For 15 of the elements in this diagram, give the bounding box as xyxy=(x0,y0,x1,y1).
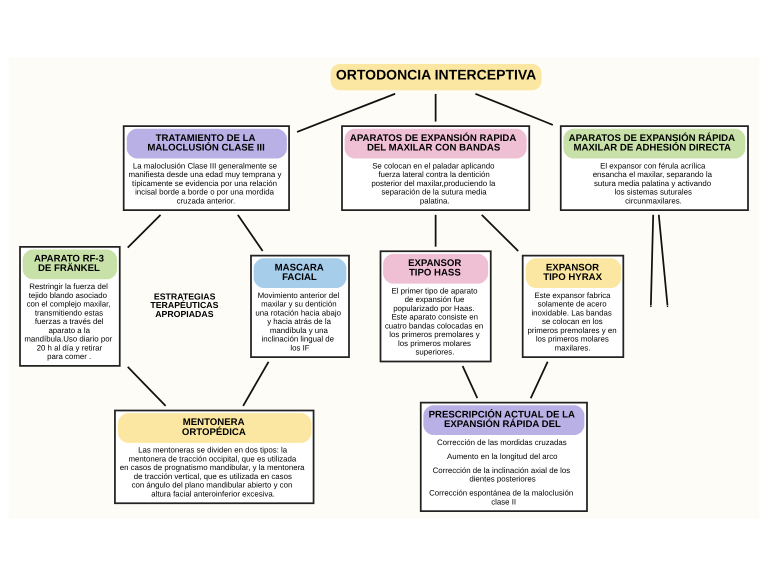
connector xyxy=(658,214,668,306)
label: ESTRATEGIAS TERAPÉUTICAS APROPIADAS xyxy=(150,291,218,319)
connector xyxy=(475,92,554,126)
connector xyxy=(127,214,162,248)
connector xyxy=(127,366,166,406)
connector xyxy=(530,361,548,399)
connector xyxy=(296,92,396,133)
connector xyxy=(242,361,270,406)
connector xyxy=(650,214,654,306)
connector xyxy=(462,366,478,398)
node-box: ORTODONCIA INTERCEPTIVA xyxy=(330,64,542,90)
connector xyxy=(237,214,264,252)
connector xyxy=(481,214,519,252)
connector xyxy=(434,94,436,122)
connector xyxy=(434,214,436,247)
